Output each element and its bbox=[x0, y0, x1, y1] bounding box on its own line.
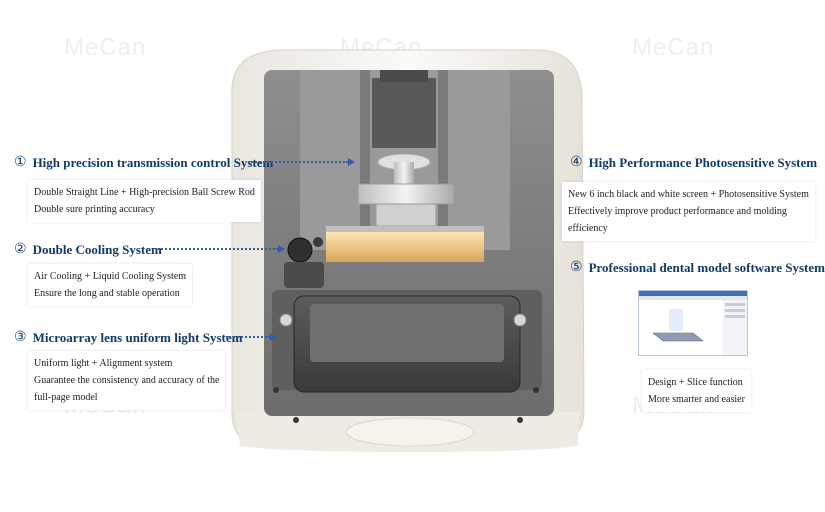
feature-1-description: Double Straight Line + High-precision Ba… bbox=[28, 180, 261, 222]
feature-4-title-text: High Performance Photosensitive System bbox=[588, 154, 818, 170]
feature-4-title: ④ High Performance Photosensitive System bbox=[570, 154, 817, 171]
printer-illustration bbox=[231, 49, 585, 452]
feature-1-arrowhead bbox=[348, 158, 355, 166]
feature-2-title: ② Double Cooling System bbox=[14, 241, 162, 258]
software-screenshot-thumbnail bbox=[638, 290, 748, 356]
front-button bbox=[345, 417, 475, 447]
watermark: MeCan bbox=[632, 34, 715, 61]
guide-rail bbox=[360, 70, 370, 240]
feature-4-line: New 6 inch black and white screen + Phot… bbox=[568, 189, 809, 200]
uv-light bbox=[326, 230, 484, 262]
feature-3-description: Uniform light + Alignment system Guarant… bbox=[28, 351, 226, 410]
feature-1-line: Double sure printing accuracy bbox=[34, 204, 155, 215]
feature-1-title: ① High precision transmission control Sy… bbox=[14, 154, 273, 171]
feature-3-number: ③ bbox=[14, 330, 27, 345]
vat-screw bbox=[279, 313, 293, 327]
feature-1-arrow-line bbox=[248, 161, 348, 163]
feature-4-number: ④ bbox=[570, 155, 583, 170]
feature-2-description: Air Cooling + Liquid Cooling System Ensu… bbox=[28, 264, 193, 306]
feature-5-title-text: Professional dental model software Syste… bbox=[588, 259, 825, 275]
feature-4-description: New 6 inch black and white screen + Phot… bbox=[562, 182, 815, 241]
feature-3-arrowhead bbox=[270, 333, 277, 341]
feature-2-arrow-line bbox=[158, 248, 278, 250]
build-platform bbox=[357, 183, 455, 205]
feature-3-line: Uniform light + Alignment system bbox=[34, 358, 173, 369]
feature-2-number: ② bbox=[14, 242, 27, 257]
feature-3-line: full-page model bbox=[34, 392, 98, 403]
z-carriage bbox=[372, 78, 436, 148]
feature-2-title-text: Double Cooling System bbox=[32, 241, 162, 257]
feature-3-title: ③ Microarray lens uniform light System bbox=[14, 329, 242, 346]
feature-5-number: ⑤ bbox=[570, 260, 583, 275]
feature-2-arrowhead bbox=[278, 245, 285, 253]
feature-3-arrow-line bbox=[226, 336, 270, 338]
vat-screw bbox=[513, 313, 527, 327]
feature-2-line: Ensure the long and stable operation bbox=[34, 288, 180, 299]
feature-4-line: Effectively improve product performance … bbox=[568, 206, 787, 217]
feature-5-title: ⑤ Professional dental model software Sys… bbox=[570, 259, 825, 276]
feature-5-description: Design + Slice function More smarter and… bbox=[642, 370, 751, 412]
feature-5-line: Design + Slice function bbox=[648, 377, 743, 388]
feature-3-title-text: Microarray lens uniform light System bbox=[32, 329, 243, 345]
feature-1-title-text: High precision transmission control Syst… bbox=[32, 154, 274, 170]
guide-rail bbox=[438, 70, 448, 240]
feature-2-line: Air Cooling + Liquid Cooling System bbox=[34, 271, 187, 282]
feature-1-number: ① bbox=[14, 155, 27, 170]
feature-5-line: More smarter and easier bbox=[648, 394, 745, 405]
feature-1-line: Double Straight Line + High-precision Ba… bbox=[34, 187, 255, 198]
feature-3-line: Guarantee the consistency and accuracy o… bbox=[34, 375, 220, 386]
cooling-fan bbox=[287, 237, 313, 263]
feature-4-line: efficiency bbox=[568, 223, 608, 234]
watermark: MeCan bbox=[64, 34, 147, 61]
